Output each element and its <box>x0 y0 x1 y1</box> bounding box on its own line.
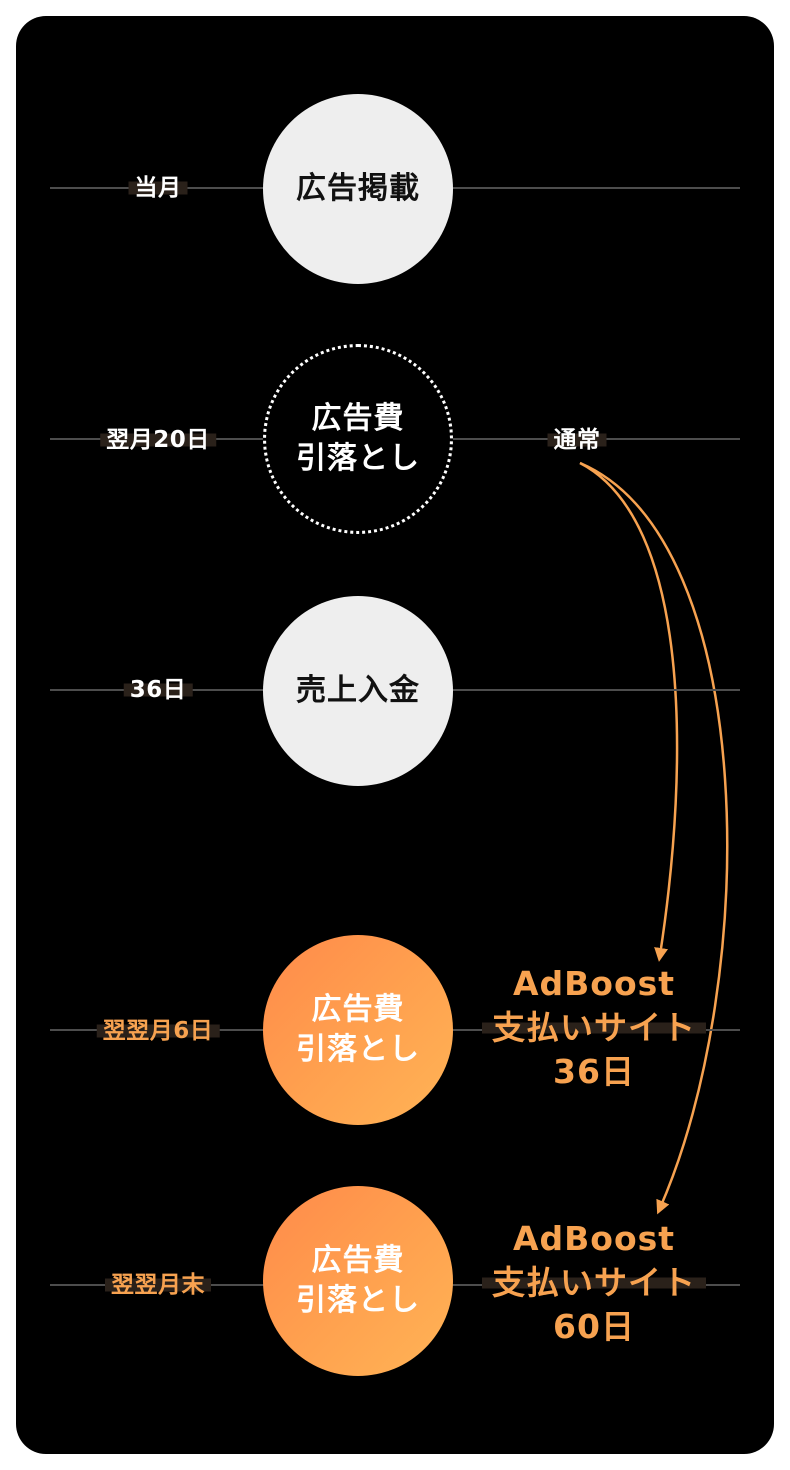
arrow-to-36days <box>579 461 679 962</box>
arrow-to-60days <box>579 461 729 1215</box>
